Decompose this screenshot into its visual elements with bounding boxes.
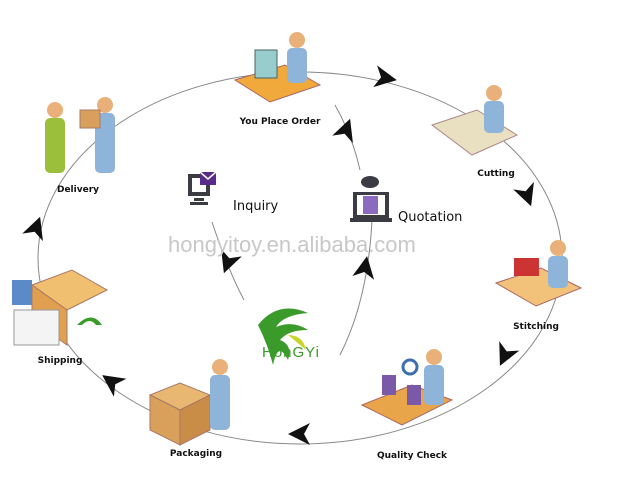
hongyi-logo	[258, 308, 308, 365]
inquiry-icon	[188, 171, 217, 205]
step-label-delivery: Delivery	[56, 185, 100, 195]
quotation-label: Quotation	[398, 210, 463, 225]
step-label-stitching: Stitching	[513, 322, 559, 332]
order-illustration	[233, 32, 322, 103]
arrow-icon-quality-to-packaging	[288, 423, 310, 445]
shipping-illustration	[12, 269, 109, 346]
step-label-shipping: Shipping	[37, 356, 83, 366]
quality-check-illustration	[360, 349, 454, 426]
logo-text: HonGYi	[262, 344, 320, 361]
arrows-group	[22, 65, 534, 445]
delivery-illustration	[45, 97, 115, 173]
step-label-quality-check: Quality Check	[376, 451, 448, 461]
step-label-you-place-order: You Place Order	[239, 117, 321, 127]
arrow-icon-cutting-to-stitching	[513, 181, 534, 207]
arrow-icon-packaging-to-shipping	[102, 375, 127, 397]
quotation-connector-line	[339, 219, 373, 356]
packaging-illustration	[148, 359, 230, 446]
stitching-illustration	[494, 240, 583, 307]
step-label-packaging: Packaging	[169, 449, 223, 459]
inquiry-label: Inquiry	[233, 199, 279, 214]
arrow-icon-stitching-to-quality	[499, 341, 520, 366]
watermark: hongyitoy.en.alibaba.com	[168, 232, 416, 257]
order-connector-line	[334, 104, 361, 171]
arrow-icon-shipping-to-delivery	[22, 216, 43, 242]
quotation-icon	[350, 176, 392, 222]
arrow-icon-to-order	[332, 118, 353, 144]
arrow-icon-order-to-cutting	[373, 65, 397, 88]
step-label-cutting: Cutting	[477, 169, 515, 179]
arrow-icon-quotation	[352, 256, 375, 280]
arrow-icon-inquiry	[221, 248, 242, 274]
cutting-illustration	[430, 85, 519, 156]
